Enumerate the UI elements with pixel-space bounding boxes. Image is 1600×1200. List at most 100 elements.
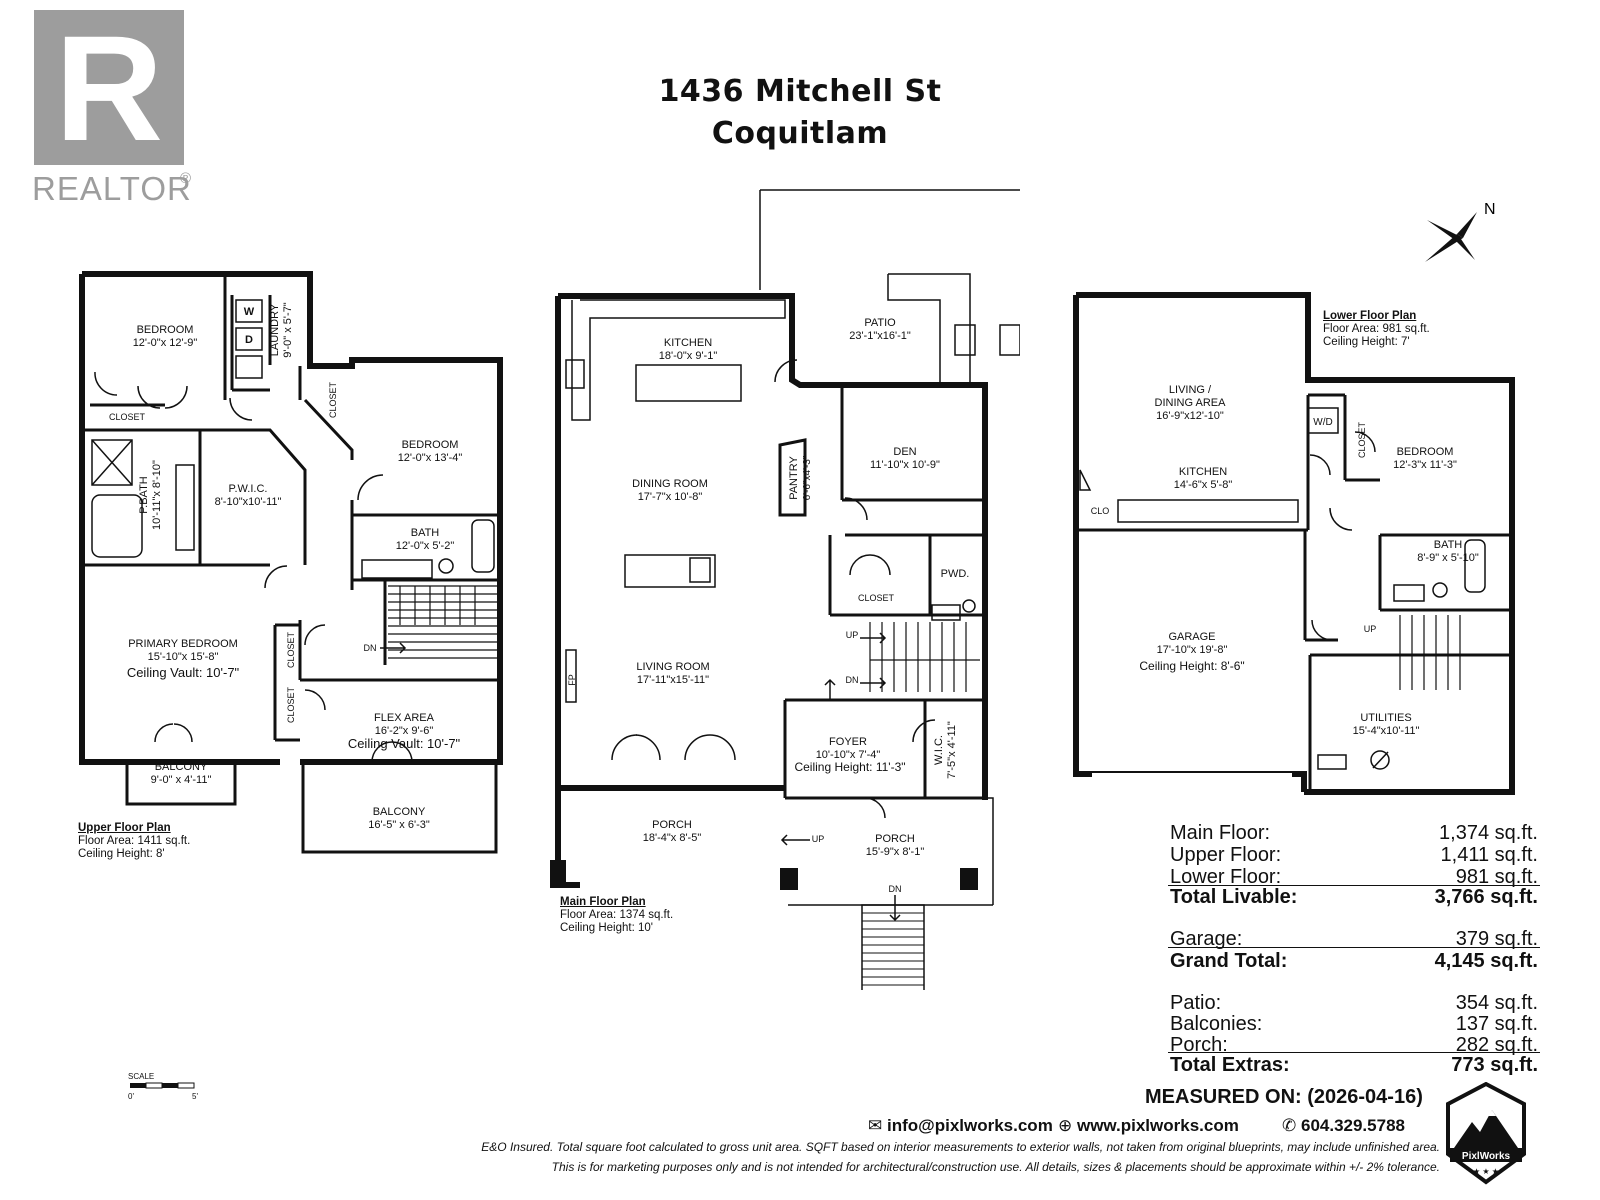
fireplace-label: FP [567, 674, 577, 686]
laundry-washer-label: W [244, 306, 255, 318]
room-label-bath-lower: BATH [1434, 539, 1463, 551]
room-label-closet-4: CLOSET [286, 686, 296, 723]
room-label-bath: BATH [411, 527, 440, 539]
summary-value: 282 sq.ft. [1455, 1034, 1538, 1056]
main-floor-area: Floor Area: 1374 sq.ft. [560, 909, 674, 921]
upper-floor-caption: Upper Floor Plan Floor Area: 1411 sq.ft.… [78, 822, 190, 861]
room-label-dining-room: DINING ROOM [632, 478, 708, 490]
room-extra-primary-bedroom: Ceiling Vault: 10'-7" [127, 665, 240, 680]
summary-divider [1168, 885, 1540, 886]
room-dim-bath: 12'-0"x 5'-2" [396, 540, 455, 552]
room-dim-utilities: 15'-4"x10'-11" [1353, 725, 1420, 737]
summary-label: Total Livable: [1170, 886, 1298, 908]
exterior-stair-dn-label: DN [889, 884, 902, 894]
contact-website[interactable]: ⊕ www.pixlworks.com [1058, 1116, 1239, 1136]
room-label-closet-3: CLOSET [286, 631, 296, 668]
room-label-wic: W.I.C. [933, 735, 945, 765]
room-extra-garage: Ceiling Height: 8'-6" [1139, 659, 1244, 673]
room-label-primary-bedroom: PRIMARY BEDROOM [128, 638, 238, 650]
laundry-dryer-label: D [245, 334, 253, 346]
measured-on: MEASURED ON: (2026-04-16) [1145, 1086, 1423, 1108]
room-dim-living-room: 17'-11"x15'-11" [637, 674, 709, 686]
disclaimer-line1: E&O Insured. Total square foot calculate… [481, 1140, 1440, 1154]
scale-bar: SCALE 0' 5' [128, 1072, 208, 1102]
globe-icon: ⊕ [1058, 1116, 1073, 1135]
room-label-living-room: LIVING ROOM [636, 661, 709, 673]
room-label-clo: CLO [1091, 506, 1110, 516]
room-label-pwic: P.W.I.C. [229, 483, 268, 495]
room-label-utilities: UTILITIES [1360, 712, 1411, 724]
porch-up-arrow-icon [780, 834, 810, 846]
room-dim-patio: 23'-1"x16'-1" [849, 330, 911, 342]
room-dim-pbath: 10'-11"x 8'-10" [151, 460, 163, 530]
registered-mark-icon: ® [180, 170, 192, 187]
summary-value: 3,766 sq.ft. [1434, 886, 1538, 908]
stair-dn-label-main: DN [846, 675, 859, 685]
room-dim-porch-2: 15'-9"x 8'-1" [866, 846, 925, 858]
summary-label: Garage: [1170, 928, 1243, 950]
room-dim-primary-bedroom: 15'-10"x 15'-8" [148, 651, 219, 663]
room-dim-living-dining: 16'-9"x12'-10" [1156, 410, 1224, 422]
summary-label: Grand Total: [1170, 950, 1288, 972]
realtor-logo: R REALTOR ® [32, 4, 202, 207]
badge-text: PixlWorks [1462, 1151, 1511, 1162]
scale-max: 5' [192, 1092, 198, 1101]
phone-icon: ✆ [1282, 1116, 1297, 1135]
lower-floor-plan: LIVING / DINING AREA 16'-9"x12'-10" W/D … [1073, 292, 1515, 795]
scale-label: SCALE [128, 1072, 155, 1081]
lower-floor-area: Floor Area: 981 sq.ft. [1323, 323, 1430, 335]
summary-value: 981 sq.ft. [1455, 866, 1538, 888]
room-label-pbath: P.BATH [138, 476, 150, 514]
scale-min: 0' [128, 1092, 134, 1101]
room-label-pantry: PANTRY [788, 456, 800, 500]
porch-up-label: UP [812, 834, 825, 844]
contact-email[interactable]: ✉ info@pixlworks.com [868, 1116, 1053, 1136]
room-label-flex-area: FLEX AREA [374, 712, 435, 724]
room-dim-pantry: 6'-6"x4'-3" [802, 455, 813, 500]
contact-phone[interactable]: ✆ 604.329.5788 [1282, 1116, 1405, 1136]
compass-icon: N [1420, 198, 1500, 278]
summary-value: 773 sq.ft. [1451, 1054, 1538, 1076]
svg-text:★ ★ ★: ★ ★ ★ [1473, 1167, 1499, 1176]
summary-value: 1,411 sq.ft. [1440, 844, 1538, 866]
stair-up-label: UP [846, 630, 859, 640]
email-icon: ✉ [868, 1116, 883, 1135]
summary-value: 1,374 sq.ft. [1439, 822, 1538, 844]
summary-value: 354 sq.ft. [1455, 992, 1538, 1014]
summary-label: Upper Floor: [1170, 844, 1282, 866]
main-floor-caption: Main Floor Plan Floor Area: 1374 sq.ft. … [560, 896, 673, 935]
room-label-bedroom-lower: BEDROOM [1397, 446, 1454, 458]
room-label-garage: GARAGE [1168, 631, 1215, 643]
upper-floor-area: Floor Area: 1411 sq.ft. [78, 835, 191, 847]
upper-floor-plan: BEDROOM 12'-0"x 12'-9" CLOSET W D LAUNDR… [79, 271, 503, 854]
room-dim-laundry: 9'-0" x 5'-7" [282, 302, 294, 358]
room-dim-bedroom-2: 12'-0"x 13'-4" [398, 452, 463, 464]
summary-label: Porch: [1170, 1034, 1228, 1056]
room-dim-pwic: 8'-10"x10'-11" [215, 496, 282, 508]
room-dim-porch-1: 18'-4"x 8'-5" [643, 832, 702, 844]
room-label-laundry: LAUNDRY [269, 303, 281, 356]
summary-divider [1168, 947, 1540, 948]
room-dim-flex-area: 16'-2"x 9'-6" [375, 725, 434, 737]
disclaimer-line2: This is for marketing purposes only and … [551, 1160, 1440, 1174]
summary-label: Total Extras: [1170, 1054, 1290, 1076]
stair-up-label-lower: UP [1364, 624, 1377, 634]
room-dim-garage: 17'-10"x 19'-8" [1157, 644, 1228, 656]
room-label-balcony-2: BALCONY [373, 806, 426, 818]
room-label-living-dining-1: LIVING / [1169, 384, 1212, 396]
compass-north-label: N [1484, 201, 1496, 218]
room-dim-balcony-2: 16'-5" x 6'-3" [368, 819, 430, 831]
room-label-bedroom-2: BEDROOM [402, 439, 459, 451]
room-label-bedroom-1: BEDROOM [137, 324, 194, 336]
stair-up-arrow-icon [860, 632, 887, 644]
mountain-logo-icon: PixlWorks ★ ★ ★ [1446, 1081, 1526, 1185]
room-label-kitchen-lower: KITCHEN [1179, 466, 1227, 478]
room-label-patio: PATIO [864, 317, 896, 329]
exterior-stair-arrow-icon [889, 895, 901, 922]
room-dim-dining-room: 17'-7"x 10'-8" [638, 491, 703, 503]
realtor-logo-mark: R [34, 4, 184, 172]
summary-label: Patio: [1170, 992, 1222, 1014]
upper-floor-ceiling: Ceiling Height: 8' [78, 848, 165, 860]
room-label-balcony-1: BALCONY [155, 761, 208, 773]
room-label-closet-lower: CLOSET [1357, 421, 1367, 458]
